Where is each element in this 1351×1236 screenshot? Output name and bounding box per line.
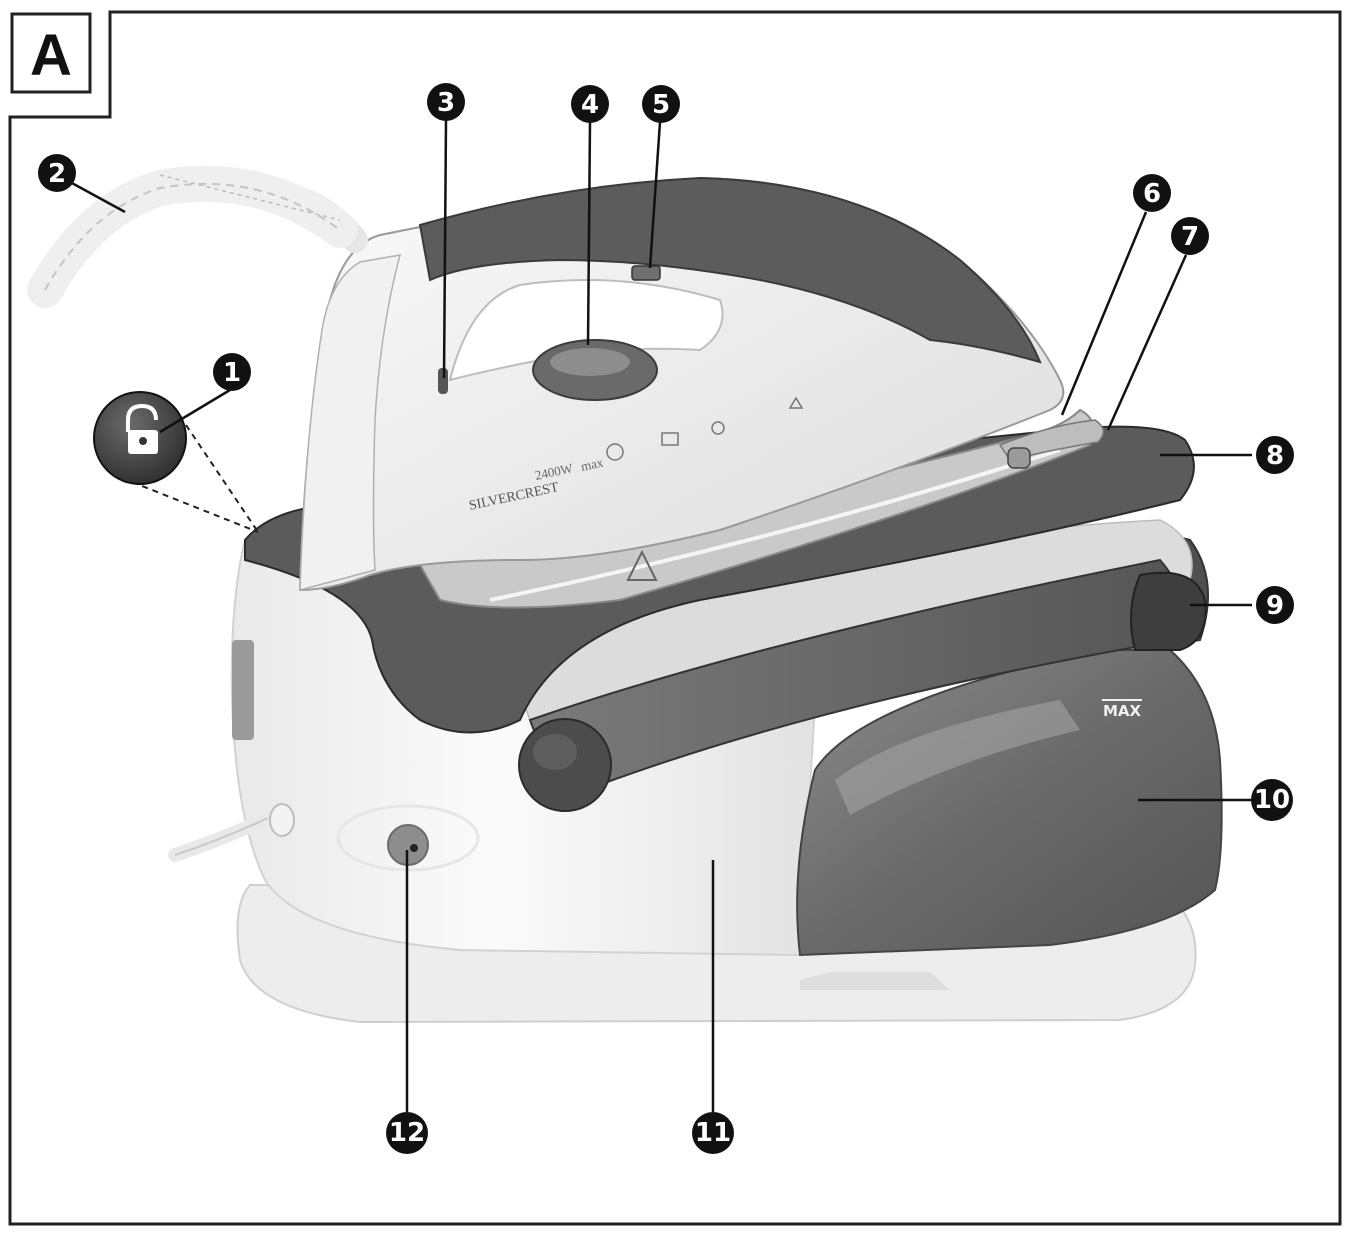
water-tank: MAX <box>796 649 1223 957</box>
temperature-dial[interactable] <box>532 339 658 401</box>
svg-text:4: 4 <box>581 90 599 120</box>
callout-12: 12 <box>386 1112 428 1154</box>
iron-panel-symbols <box>606 396 804 461</box>
callout-1: 1 <box>213 353 251 391</box>
svg-text:1: 1 <box>223 358 241 388</box>
power-suffix: max <box>580 455 606 474</box>
steam-iron <box>287 176 1095 609</box>
callout-10: 10 <box>1251 779 1293 821</box>
outer-frame <box>8 10 1342 1226</box>
figure-letter-box <box>10 12 92 94</box>
svg-text:10: 10 <box>1254 785 1290 815</box>
lock-symbol-inset <box>93 391 259 533</box>
svg-text:9: 9 <box>1266 591 1284 621</box>
steam-regulator[interactable] <box>1007 447 1031 469</box>
steam-button[interactable] <box>438 368 448 394</box>
figure-letter: A <box>30 23 72 88</box>
callout-9: 9 <box>1256 586 1294 624</box>
callout-4: 4 <box>571 85 609 123</box>
callout-2: 2 <box>38 154 76 192</box>
callout-11: 11 <box>692 1112 734 1154</box>
svg-text:5: 5 <box>652 90 670 120</box>
spray-button[interactable] <box>631 265 661 281</box>
callout-8: 8 <box>1256 436 1294 474</box>
callout-3: 3 <box>427 83 465 121</box>
svg-text:3: 3 <box>437 88 455 118</box>
steam-hose <box>27 165 358 308</box>
svg-text:11: 11 <box>695 1118 731 1148</box>
callout-6: 6 <box>1133 174 1171 212</box>
svg-text:6: 6 <box>1143 179 1161 209</box>
svg-text:12: 12 <box>389 1118 425 1148</box>
callout-7: 7 <box>1171 217 1209 255</box>
unlock-icon <box>126 403 158 454</box>
leader-lines <box>69 119 1252 1112</box>
iron-release-button[interactable] <box>1130 571 1207 651</box>
hot-surface-symbol <box>626 549 658 581</box>
svg-text:7: 7 <box>1181 222 1199 252</box>
svg-text:2: 2 <box>48 159 66 189</box>
tank-max-marking: MAX <box>1103 702 1142 720</box>
svg-text:8: 8 <box>1266 441 1284 471</box>
callout-5: 5 <box>642 85 680 123</box>
